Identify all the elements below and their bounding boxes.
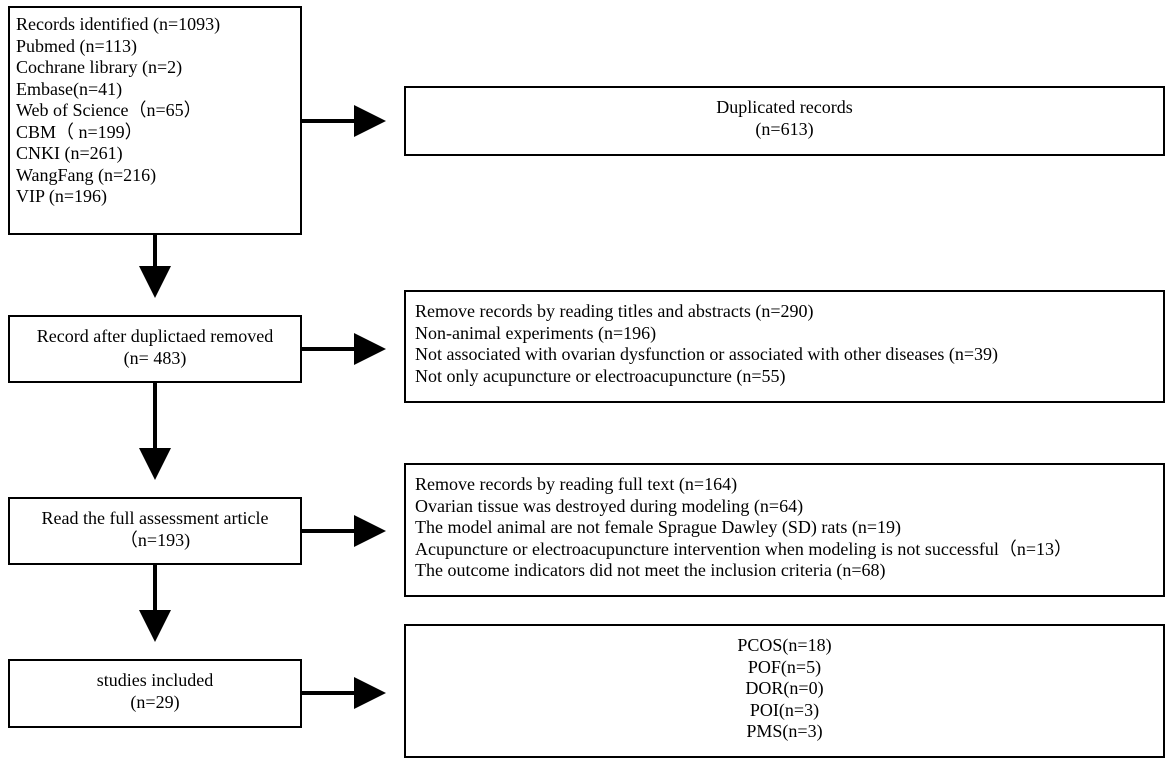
after-dedup-count: (n= 483)	[123, 347, 187, 368]
full-text-label: Read the full assessment article	[41, 508, 269, 528]
full-text-box: Read the full assessment article （n=193)	[8, 497, 302, 565]
studies-included-box: studies included (n=29)	[8, 659, 302, 728]
fulltext-excluded-outcome-criteria: The outcome indicators did not meet the …	[415, 560, 886, 580]
included-dor: DOR(n=0)	[745, 678, 824, 698]
duplicated-records-count: (n=613)	[755, 118, 814, 139]
source-vip: VIP (n=196)	[16, 186, 107, 206]
records-identified-box: Records identified (n=1093) Pubmed (n=11…	[8, 6, 302, 235]
fulltext-excluded-modeling-failed: Acupuncture or electroacupuncture interv…	[415, 538, 1072, 559]
included-pms: PMS(n=3)	[746, 721, 823, 741]
screen-excluded-non-animal: Non-animal experiments (n=196)	[415, 322, 657, 343]
duplicated-records-label: Duplicated records	[716, 97, 853, 117]
included-breakdown-box: PCOS(n=18) POF(n=5) DOR(n=0) POI(n=3) PM…	[404, 624, 1165, 758]
source-cnki: CNKI (n=261)	[16, 143, 123, 163]
screen-excluded-not-ovarian: Not associated with ovarian dysfunction …	[415, 344, 999, 364]
duplicated-records-box: Duplicated records (n=613)	[404, 86, 1165, 156]
source-web-of-science: Web of Science（n=65）	[16, 100, 202, 120]
included-poi: POI(n=3)	[749, 699, 820, 720]
fulltext-excluded-total: Remove records by reading full text (n=1…	[415, 474, 738, 494]
source-cochrane: Cochrane library (n=2)	[16, 57, 183, 77]
included-pof: POF(n=5)	[747, 656, 822, 677]
records-identified-total: Records identified (n=1093)	[16, 14, 221, 34]
screen-excluded-not-acupuncture: Not only acupuncture or electroacupunctu…	[415, 365, 786, 386]
studies-included-count: (n=29)	[130, 691, 180, 712]
included-pcos: PCOS(n=18)	[737, 635, 832, 655]
screen-excluded-total: Remove records by reading titles and abs…	[415, 301, 814, 321]
source-wangfang: WangFang (n=216)	[16, 164, 157, 185]
after-dedup-box: Record after duplictaed removed (n= 483)	[8, 315, 302, 383]
fulltext-excluded-tissue-destroyed: Ovarian tissue was destroyed during mode…	[415, 495, 804, 516]
source-pubmed: Pubmed (n=113)	[16, 35, 137, 56]
source-embase: Embase(n=41)	[16, 78, 123, 99]
studies-included-label: studies included	[96, 670, 214, 690]
fulltext-excluded-not-sd-rats: The model animal are not female Sprague …	[415, 517, 901, 537]
after-dedup-label: Record after duplictaed removed	[36, 326, 274, 346]
screen-exclusions-box: Remove records by reading titles and abs…	[404, 290, 1165, 403]
full-text-count: （n=193)	[119, 529, 191, 550]
fulltext-exclusions-box: Remove records by reading full text (n=1…	[404, 463, 1165, 597]
source-cbm: CBM（ n=199）	[16, 121, 143, 142]
